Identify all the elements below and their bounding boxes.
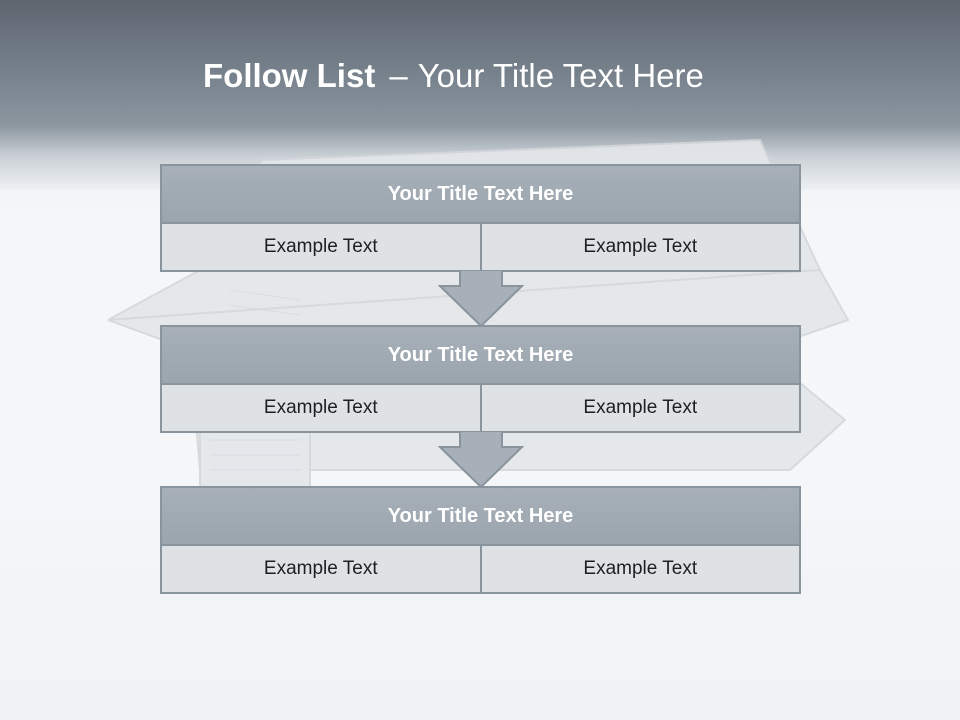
block-cell-left: Example Text — [162, 224, 480, 270]
block-cell-right: Example Text — [479, 385, 799, 431]
list-block-3: Your Title Text Here Example Text Exampl… — [160, 486, 801, 594]
block-title: Your Title Text Here — [162, 488, 799, 546]
block-title: Your Title Text Here — [162, 166, 799, 224]
title-separator: – — [389, 57, 408, 94]
block-cell-right: Example Text — [479, 224, 799, 270]
block-row: Example Text Example Text — [162, 385, 799, 431]
slide-title: Follow List–Your Title Text Here — [203, 56, 704, 96]
title-rest-part: Your Title Text Here — [417, 57, 704, 94]
title-bold-part: Follow List — [203, 57, 376, 94]
list-block-1: Your Title Text Here Example Text Exampl… — [160, 164, 801, 272]
down-arrow-2 — [438, 431, 524, 489]
down-arrow-1 — [438, 270, 524, 328]
block-cell-right: Example Text — [479, 546, 799, 592]
list-block-2: Your Title Text Here Example Text Exampl… — [160, 325, 801, 433]
block-cell-left: Example Text — [162, 385, 480, 431]
block-row: Example Text Example Text — [162, 546, 799, 592]
block-row: Example Text Example Text — [162, 224, 799, 270]
block-cell-left: Example Text — [162, 546, 480, 592]
block-title: Your Title Text Here — [162, 327, 799, 385]
